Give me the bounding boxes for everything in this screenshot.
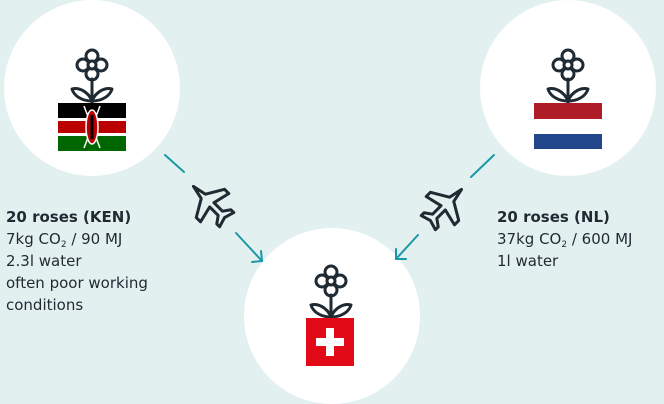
route-arrow-netherlands <box>395 154 495 260</box>
flower-icon <box>70 48 114 105</box>
netherlands-water: 1l water <box>497 252 559 270</box>
netherlands-energy-text: / 600 MJ <box>567 230 633 248</box>
kenya-water: 2.3l water <box>6 252 82 270</box>
netherlands-title: 20 roses (NL) <box>497 208 610 226</box>
kenya-energy-text: / 90 MJ <box>66 230 123 248</box>
kenya-co2-text: 7kg CO <box>6 230 61 248</box>
netherlands-flag-icon <box>534 103 602 149</box>
kenya-co2-subscript: 2 <box>60 240 67 250</box>
flower-icon <box>309 264 353 321</box>
airplane-icon <box>177 170 243 236</box>
netherlands-co2-energy: 37kg CO2 / 600 MJ <box>497 228 632 250</box>
kenya-note-line2: conditions <box>6 296 84 314</box>
kenya-title: 20 roses (KEN) <box>6 208 132 226</box>
kenya-note-line1: often poor working <box>6 274 148 292</box>
kenya-co2-energy: 7kg CO2 / 90 MJ <box>6 228 148 250</box>
netherlands-info: 20 roses (NL) 37kg CO2 / 600 MJ 1l water <box>497 206 632 272</box>
netherlands-co2-subscript: 2 <box>561 240 568 250</box>
kenya-flag-icon <box>58 103 126 151</box>
switzerland-flag-icon <box>306 318 354 366</box>
route-arrow-kenya <box>164 154 264 263</box>
flower-icon <box>546 48 590 105</box>
kenya-info: 20 roses (KEN) 7kg CO2 / 90 MJ 2.3l wate… <box>6 206 148 316</box>
netherlands-co2-text: 37kg CO <box>497 230 562 248</box>
airplane-icon <box>412 173 478 239</box>
